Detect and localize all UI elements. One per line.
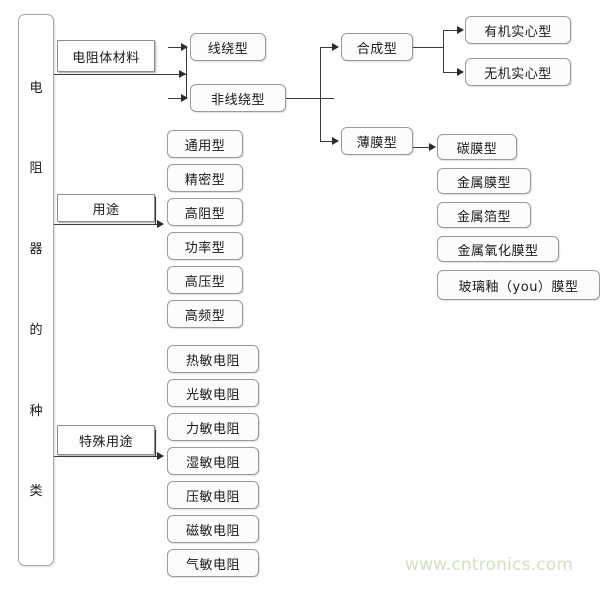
node-inorganic-solid[interactable]: 无机实心型 <box>465 58 571 86</box>
node-material[interactable]: 电阻体材料 <box>57 40 155 72</box>
arrow-inorganic-solid <box>457 68 464 76</box>
arrow-material-trunk <box>179 70 186 78</box>
connector-root-to-usage <box>54 224 163 225</box>
connector-nonwirewound-split <box>320 47 321 141</box>
node-composite[interactable]: 合成型 <box>341 33 413 61</box>
node-gas-sensitive[interactable]: 气敏电阻 <box>167 549 259 577</box>
connector-to-wirewound <box>168 47 186 48</box>
node-power[interactable]: 功率型 <box>167 232 243 260</box>
node-high-voltage[interactable]: 高压型 <box>167 266 243 294</box>
node-glass-glaze-film[interactable]: 玻璃釉（you）膜型 <box>437 270 600 300</box>
node-carbon-film[interactable]: 碳膜型 <box>437 134 517 160</box>
node-humidity-sensitive[interactable]: 湿敏电阻 <box>167 447 259 475</box>
arrow-organic-solid <box>457 26 464 34</box>
node-non-wirewound[interactable]: 非线绕型 <box>190 84 286 112</box>
connector-composite-out <box>413 47 443 48</box>
arrow-non-wirewound <box>181 94 188 102</box>
watermark: www.cntronics.com <box>405 555 574 575</box>
connector-to-organic-solid <box>443 30 461 31</box>
node-high-resistance[interactable]: 高阻型 <box>167 198 243 226</box>
arrow-special-use-trunk <box>157 452 164 460</box>
connector-film-out <box>413 147 433 148</box>
node-general-purpose[interactable]: 通用型 <box>167 130 243 158</box>
node-high-frequency[interactable]: 高频型 <box>167 300 243 328</box>
node-special-use[interactable]: 特殊用途 <box>57 425 155 455</box>
arrow-film <box>332 137 339 145</box>
connector-root-to-special-use <box>54 456 163 457</box>
connector-to-composite <box>320 47 337 48</box>
arrow-wirewound <box>181 43 188 51</box>
node-magneto-sensitive[interactable]: 磁敏电阻 <box>167 515 259 543</box>
node-metal-foil[interactable]: 金属箔型 <box>437 202 531 228</box>
connector-to-film <box>320 141 337 142</box>
connector-composite-split <box>443 30 444 72</box>
arrow-carbon-film <box>429 143 436 151</box>
node-varistor[interactable]: 压敏电阻 <box>167 481 259 509</box>
node-wirewound[interactable]: 线绕型 <box>190 33 266 61</box>
arrow-composite <box>332 43 339 51</box>
node-thermistor[interactable]: 热敏电阻 <box>167 345 259 373</box>
node-metal-oxide-film[interactable]: 金属氧化膜型 <box>437 236 559 262</box>
node-precision[interactable]: 精密型 <box>167 164 243 192</box>
node-photoresistor[interactable]: 光敏电阻 <box>167 379 259 407</box>
connector-special-use-riser <box>155 430 156 456</box>
root-node-resistor-types <box>18 14 54 566</box>
node-force-sensitive[interactable]: 力敏电阻 <box>167 413 259 441</box>
connector-to-inorganic-solid <box>443 72 461 73</box>
node-usage[interactable]: 用途 <box>57 194 155 222</box>
node-organic-solid[interactable]: 有机实心型 <box>465 16 571 44</box>
connector-to-non-wirewound <box>168 98 186 99</box>
connector-usage-riser <box>155 197 156 224</box>
connector-root-to-material <box>54 74 186 75</box>
node-film[interactable]: 薄膜型 <box>341 127 413 155</box>
connector-material-split <box>186 47 187 98</box>
connector-nonwirewound-out <box>286 98 334 99</box>
arrow-usage-trunk <box>157 220 164 228</box>
node-metal-film[interactable]: 金属膜型 <box>437 168 531 194</box>
